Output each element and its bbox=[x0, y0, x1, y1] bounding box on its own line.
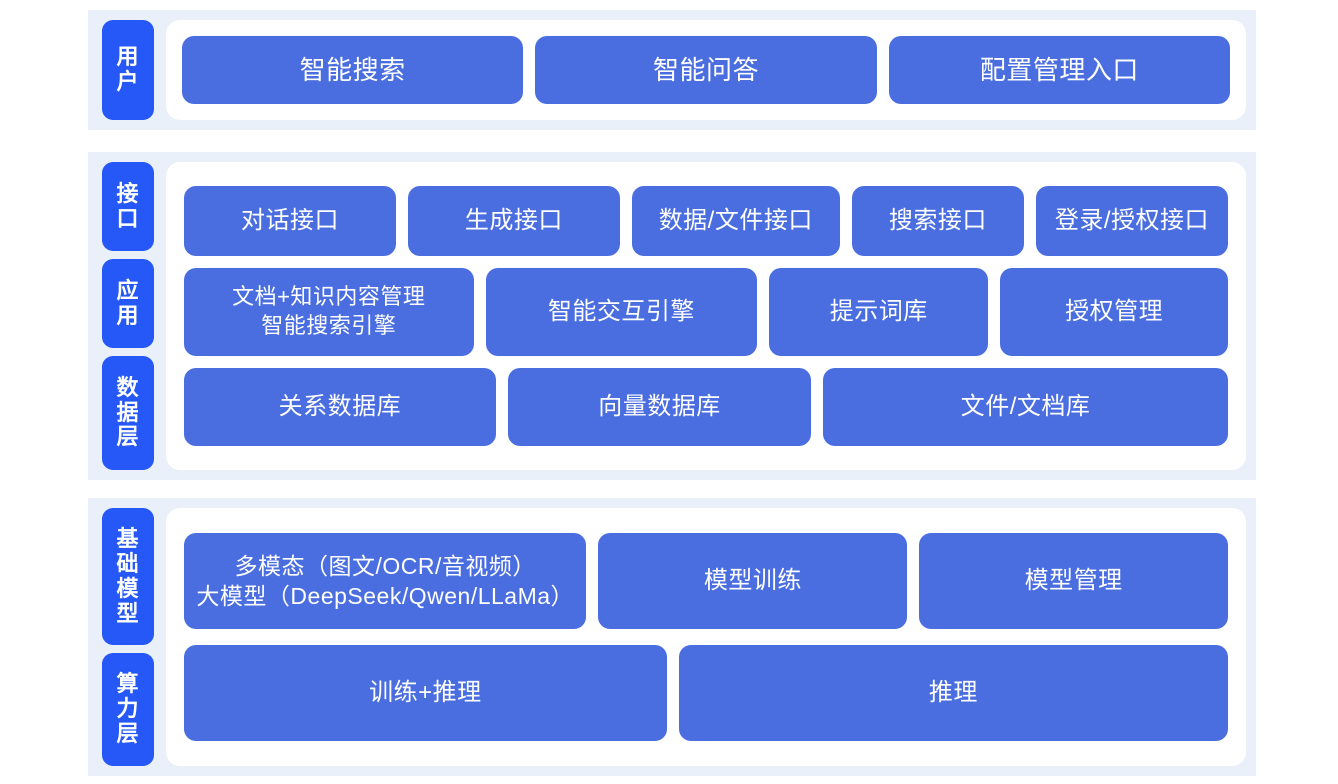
box-authorization-management[interactable]: 授权管理 bbox=[1000, 268, 1228, 356]
layer-tab-interface[interactable]: 接口 bbox=[102, 162, 154, 252]
box-inference[interactable]: 推理 bbox=[678, 645, 1228, 741]
layer-tab-interface-label: 接口 bbox=[116, 180, 140, 231]
layer-tab-application[interactable]: 应用 bbox=[102, 259, 154, 349]
row-interface: 对话接口 生成接口 数据/文件接口 搜索接口 登录/授权接口 bbox=[184, 186, 1228, 256]
section-user: 用户 智能搜索 智能问答 配置管理入口 bbox=[88, 10, 1256, 130]
row-model: 多模态（图文/OCR/音视频） 大模型（DeepSeek/Qwen/LLaMa）… bbox=[184, 533, 1228, 629]
box-file-document-store[interactable]: 文件/文档库 bbox=[823, 368, 1228, 446]
section-infrastructure-tabs: 基础模型 算力层 bbox=[102, 508, 154, 767]
layer-tab-base-model[interactable]: 基础模型 bbox=[102, 508, 154, 646]
row-user-entries: 智能搜索 智能问答 配置管理入口 bbox=[182, 36, 1230, 104]
box-training-inference[interactable]: 训练+推理 bbox=[184, 645, 667, 741]
section-infrastructure: 基础模型 算力层 多模态（图文/OCR/音视频） 大模型（DeepSeek/Qw… bbox=[88, 498, 1256, 776]
layer-tab-application-label: 应用 bbox=[116, 277, 140, 328]
row-application: 文档+知识内容管理 智能搜索引擎 智能交互引擎 提示词库 授权管理 bbox=[184, 268, 1228, 356]
box-document-knowledge-management[interactable]: 文档+知识内容管理 智能搜索引擎 bbox=[184, 268, 474, 356]
box-relational-database[interactable]: 关系数据库 bbox=[184, 368, 496, 446]
section-platform-tabs: 接口 应用 数据层 bbox=[102, 162, 154, 470]
box-generation-api[interactable]: 生成接口 bbox=[407, 186, 620, 256]
box-multimodal-large-model[interactable]: 多模态（图文/OCR/音视频） 大模型（DeepSeek/Qwen/LLaMa） bbox=[184, 533, 587, 629]
box-login-auth-api[interactable]: 登录/授权接口 bbox=[1035, 186, 1228, 256]
section-infrastructure-panel: 多模态（图文/OCR/音视频） 大模型（DeepSeek/Qwen/LLaMa）… bbox=[166, 508, 1246, 766]
layer-tab-data-label: 数据层 bbox=[116, 374, 140, 450]
box-search-api[interactable]: 搜索接口 bbox=[851, 186, 1024, 256]
box-data-file-api[interactable]: 数据/文件接口 bbox=[631, 186, 840, 256]
layer-tab-base-model-label: 基础模型 bbox=[116, 526, 140, 626]
box-smart-qa[interactable]: 智能问答 bbox=[535, 36, 877, 104]
section-user-tabs: 用户 bbox=[102, 20, 154, 120]
box-dialog-api[interactable]: 对话接口 bbox=[184, 186, 396, 256]
layer-tab-data[interactable]: 数据层 bbox=[102, 356, 154, 470]
box-model-management[interactable]: 模型管理 bbox=[919, 533, 1228, 629]
box-config-management-entry[interactable]: 配置管理入口 bbox=[888, 36, 1230, 104]
box-smart-search[interactable]: 智能搜索 bbox=[182, 36, 524, 104]
box-smart-interaction-engine[interactable]: 智能交互引擎 bbox=[485, 268, 758, 356]
section-platform-panel: 对话接口 生成接口 数据/文件接口 搜索接口 登录/授权接口 文档+知识内容管理… bbox=[166, 162, 1246, 470]
section-user-panel: 智能搜索 智能问答 配置管理入口 bbox=[166, 20, 1246, 120]
box-model-training[interactable]: 模型训练 bbox=[598, 533, 908, 629]
box-vector-database[interactable]: 向量数据库 bbox=[507, 368, 812, 446]
row-data: 关系数据库 向量数据库 文件/文档库 bbox=[184, 368, 1228, 446]
layer-tab-user[interactable]: 用户 bbox=[102, 20, 154, 120]
box-prompt-library[interactable]: 提示词库 bbox=[769, 268, 989, 356]
layer-tab-compute-label: 算力层 bbox=[116, 671, 140, 747]
section-platform: 接口 应用 数据层 对话接口 生成接口 数据/文件接口 搜索接口 登录/授权接口… bbox=[88, 152, 1256, 480]
layer-tab-user-label: 用户 bbox=[116, 44, 140, 94]
layer-tab-compute[interactable]: 算力层 bbox=[102, 653, 154, 767]
row-compute: 训练+推理 推理 bbox=[184, 645, 1228, 741]
